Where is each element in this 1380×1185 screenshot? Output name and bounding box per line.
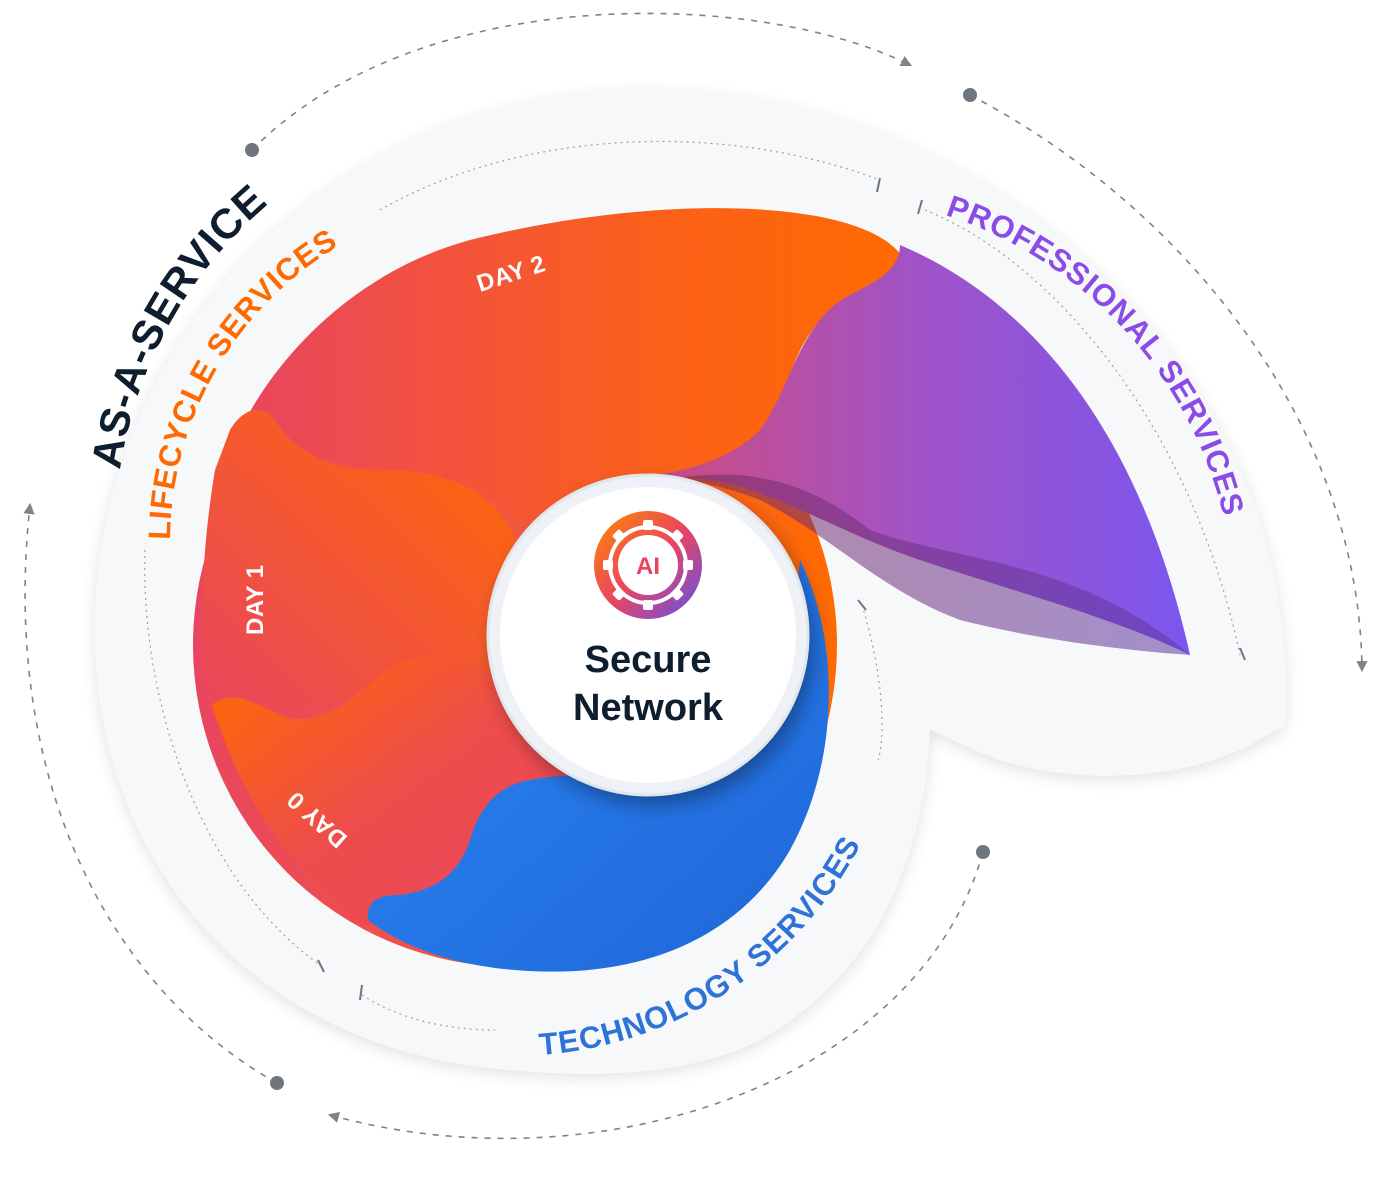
connector-node-right	[963, 88, 977, 102]
technology-segment	[367, 560, 829, 972]
connector-node-top	[245, 143, 259, 157]
tick-mark	[317, 959, 325, 973]
tick-mark	[1239, 647, 1246, 661]
tick-mark	[876, 177, 881, 193]
guide-top	[379, 140, 881, 211]
ai-badge-label: AI	[636, 553, 660, 580]
day2-segment	[240, 208, 910, 521]
hub-title-line1: Secure	[585, 639, 712, 681]
connector-arc-top	[251, 12, 913, 151]
connector-arc-bottom	[327, 851, 984, 1140]
professional-segment	[640, 245, 1190, 655]
connector-node-left	[270, 1076, 284, 1090]
connector-arc-left	[23, 502, 278, 1084]
tick-mark	[857, 599, 867, 611]
hub	[488, 475, 808, 795]
gear-teeth	[603, 520, 693, 610]
professional-segment-shadow	[680, 474, 1190, 655]
day1-segment	[202, 409, 524, 720]
ai-badge: AI	[594, 511, 702, 619]
connector-arc-right	[969, 94, 1368, 673]
day0-segment	[212, 656, 580, 925]
day1-label: DAY 1	[242, 564, 269, 635]
hub-title-line2: Network	[573, 687, 724, 729]
connector-node-bottom	[976, 845, 990, 859]
tick-mark	[359, 984, 363, 1001]
hub-ring	[486, 473, 810, 797]
tick-mark	[917, 199, 923, 215]
